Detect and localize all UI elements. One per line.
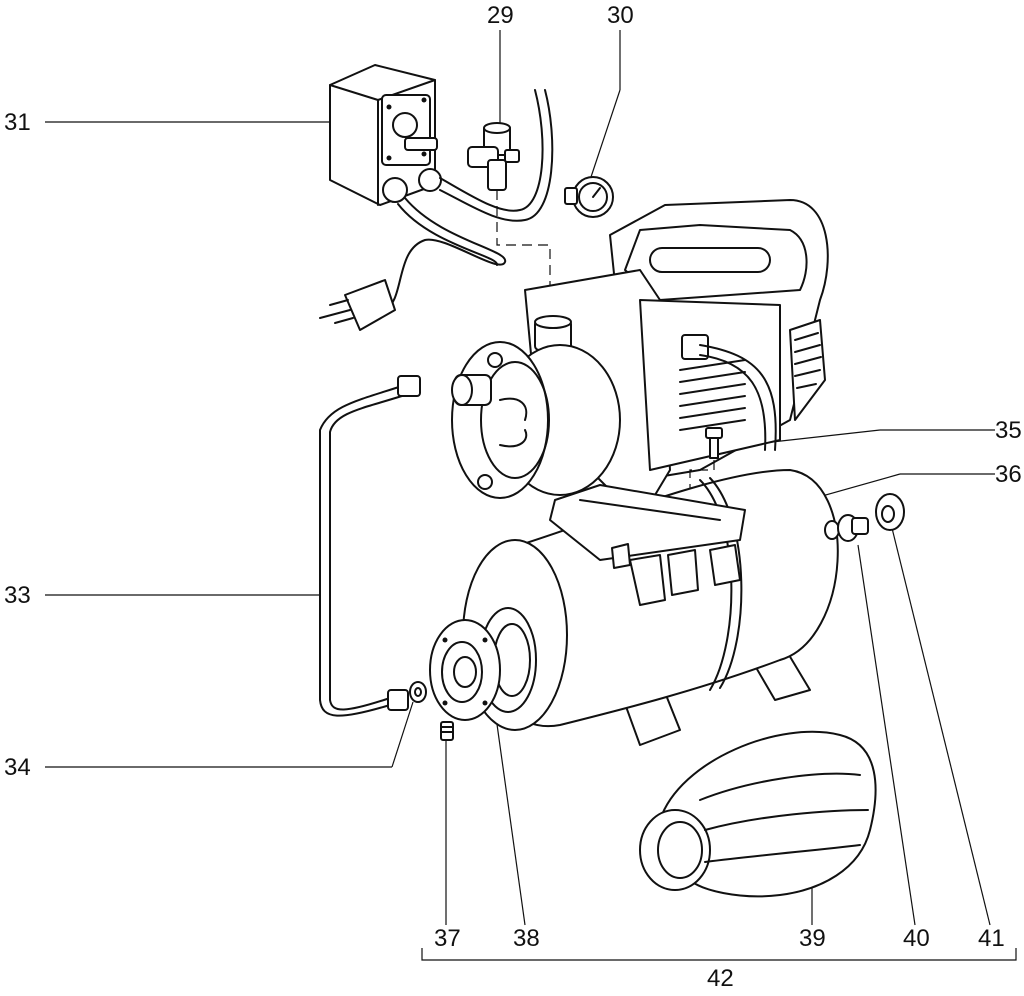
leader-30b	[589, 89, 621, 181]
cover	[639, 730, 877, 898]
callout-38: 38	[513, 925, 540, 952]
callout-41: 41	[978, 925, 1005, 952]
valve	[824, 514, 869, 542]
callout-31: 31	[4, 109, 31, 136]
callout-33: 33	[4, 582, 31, 609]
hose	[319, 375, 427, 717]
washer	[409, 681, 427, 703]
bolt	[705, 427, 723, 459]
callout-30: 30	[607, 2, 634, 29]
callout-34: 34	[4, 754, 31, 781]
pump-motor	[451, 199, 829, 521]
t-fitting	[467, 122, 520, 191]
callout-29: 29	[487, 2, 514, 29]
leader-38	[494, 709, 526, 926]
callout-39: 39	[799, 925, 826, 952]
leader-40	[857, 544, 916, 926]
callout-36: 36	[995, 461, 1022, 488]
callout-42: 42	[707, 965, 734, 992]
pressure-tank	[462, 469, 839, 746]
bracket-42	[421, 948, 1017, 961]
flange	[429, 619, 501, 721]
callout-35: 35	[995, 417, 1022, 444]
callout-40: 40	[903, 925, 930, 952]
leader-41	[889, 519, 991, 926]
leader-34b	[391, 701, 414, 768]
screw	[440, 721, 454, 741]
cap	[875, 493, 905, 531]
pressure-switch-box	[319, 64, 554, 331]
pressure-gauge	[564, 176, 614, 218]
callout-37: 37	[434, 925, 461, 952]
